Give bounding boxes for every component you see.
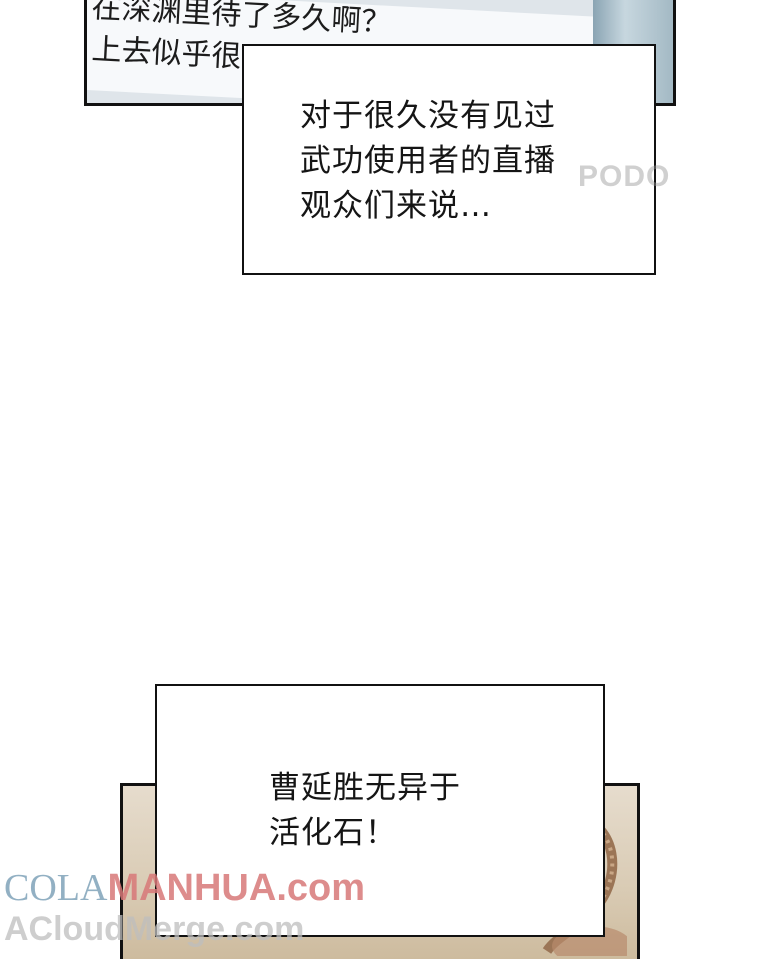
site-watermark: COLAMANHUA.com — [4, 866, 365, 910]
top-panel-text-line: 上去似乎很 — [90, 31, 243, 75]
podo-watermark: PODO — [578, 160, 671, 193]
caption-line: 对于很久没有见过 — [300, 98, 556, 134]
caption-line: 活化石！ — [269, 815, 397, 851]
caption-box: 曹延胜无异于 活化石！ — [155, 684, 605, 937]
watermark-manhua: MANHUA.com — [107, 867, 366, 909]
caption-box: 对于很久没有见过 武功使用者的直播 观众们来说… — [242, 44, 656, 275]
caption-text: 曹延胜无异于 活化石！ — [269, 766, 461, 856]
caption-line: 观众们来说… — [300, 188, 492, 224]
caption-line: 武功使用者的直播 — [300, 143, 556, 179]
watermark-cola: COLA — [4, 867, 108, 909]
caption-text: 对于很久没有见过 武功使用者的直播 观众们来说… — [300, 94, 556, 229]
caption-line: 曹延胜无异于 — [269, 770, 461, 806]
cloud-watermark: ACloudMerge.com — [4, 910, 305, 948]
